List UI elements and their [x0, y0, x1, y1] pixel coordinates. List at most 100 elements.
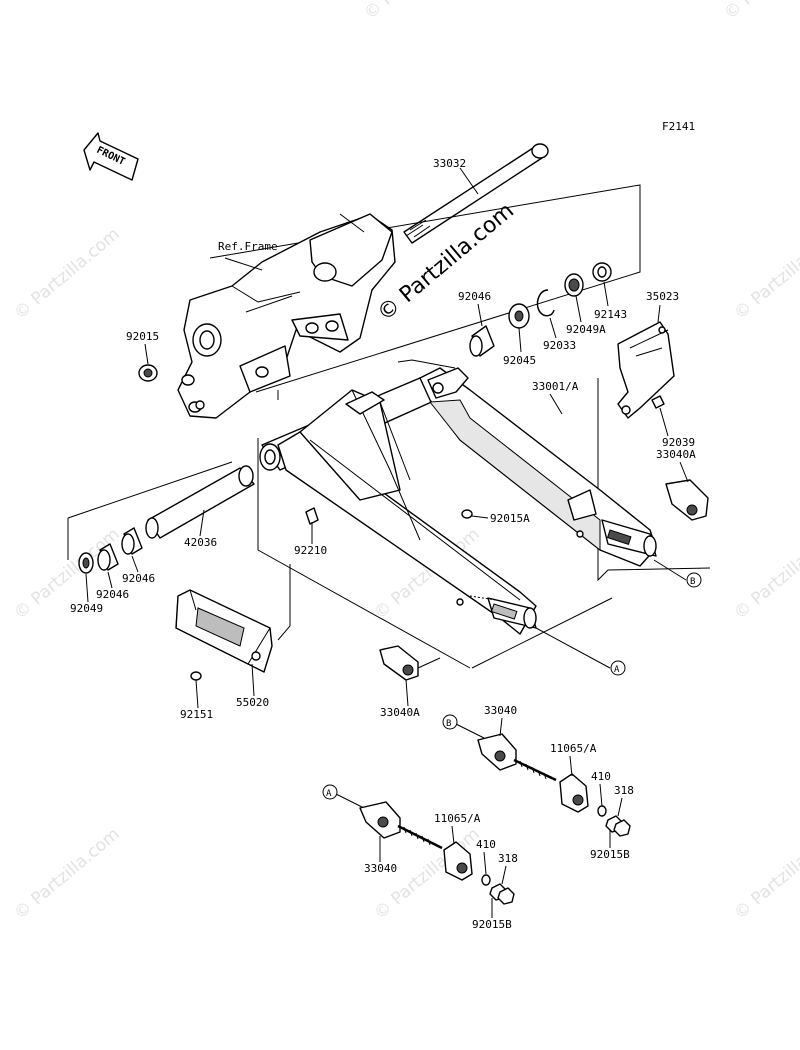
leader-line: [535, 627, 611, 669]
leader-line: [251, 663, 255, 697]
adjusting-bolt-11065A-a[interactable]: [397, 824, 443, 850]
collar-42036[interactable]: [145, 465, 255, 539]
nut-92015B-b[interactable]: [613, 819, 631, 837]
watermark: © Partzilla.com: [360, 0, 473, 24]
chain-guard-35023[interactable]: [617, 321, 675, 419]
watermark: © Partzilla.com: [730, 824, 800, 924]
leader-line: [199, 509, 205, 537]
seal-92049A[interactable]: [564, 273, 584, 297]
leader-line: [195, 679, 199, 709]
swingarm-33001A[interactable]: [259, 367, 657, 635]
part-number[interactable]: 33032: [433, 157, 466, 170]
part-number[interactable]: 92039: [662, 436, 695, 449]
part-number[interactable]: 92033: [543, 339, 576, 352]
adjuster-33040-b[interactable]: [477, 733, 517, 771]
leader-line: [657, 304, 661, 323]
watermark: © Partzilla.com: [720, 0, 800, 24]
leader-line: [653, 559, 687, 581]
chain-slider-panel-outline: [277, 564, 291, 641]
part-number[interactable]: 33040A: [656, 448, 696, 461]
circlip-92033[interactable]: [536, 289, 555, 317]
nut-92015B-a[interactable]: [497, 887, 515, 905]
ball-bearing-92045[interactable]: [508, 303, 530, 329]
nut-92015[interactable]: [138, 364, 158, 382]
part-number[interactable]: 92049A: [566, 323, 606, 336]
watermark: © Partzilla.com: [0, 0, 84, 24]
part-number[interactable]: 92045: [503, 354, 536, 367]
washer-410-a[interactable]: [481, 874, 491, 886]
adjusting-bolt-11065A-b[interactable]: [513, 758, 557, 782]
watermark: © Partzilla.com: [730, 524, 800, 624]
part-number[interactable]: 92210: [294, 544, 327, 557]
screw-92151[interactable]: [190, 671, 202, 681]
callout-a-marker[interactable]: A: [610, 660, 626, 676]
part-number[interactable]: 92015: [126, 330, 159, 343]
part-number[interactable]: 42036: [184, 536, 217, 549]
nut-92015A[interactable]: [461, 509, 473, 519]
part-number[interactable]: 92049: [70, 602, 103, 615]
swingarm-panel-outline: [67, 461, 233, 519]
part-number[interactable]: 318: [498, 852, 518, 865]
leader-line: [501, 865, 507, 885]
adjuster-33040A-bottom[interactable]: [379, 645, 419, 681]
adjuster-cap-a[interactable]: [443, 841, 473, 881]
callout-label: A: [326, 789, 332, 799]
part-number[interactable]: 92046: [96, 588, 129, 601]
part-number[interactable]: 33040: [484, 704, 517, 717]
leader-line: [335, 793, 365, 809]
watermark: © Partzilla.com: [10, 824, 123, 924]
leader-line: [575, 295, 582, 323]
leader-line: [471, 515, 489, 519]
part-number[interactable]: 92046: [458, 290, 491, 303]
leader-line: [499, 717, 503, 737]
needle-bearing-92046-a[interactable]: [121, 527, 143, 555]
washer-410-b[interactable]: [597, 805, 607, 817]
part-number[interactable]: 92046: [122, 572, 155, 585]
figure-code: F2141: [662, 120, 695, 133]
adjuster-cap-b[interactable]: [559, 773, 589, 813]
adjuster-33040A-right[interactable]: [665, 479, 709, 521]
swingarm-panel-outline: [397, 359, 456, 369]
leader-line: [603, 281, 609, 307]
leader-line: [549, 393, 563, 415]
part-number[interactable]: 11065/A: [434, 812, 481, 825]
watermark: © Partzilla.com: [10, 224, 123, 324]
part-number[interactable]: 92151: [180, 708, 213, 721]
swingarm-panel-outline: [257, 438, 471, 669]
leader-line: [477, 303, 483, 327]
part-number[interactable]: 55020: [236, 696, 269, 709]
part-number[interactable]: 33040: [364, 862, 397, 875]
callout-a-marker-assembly[interactable]: A: [322, 784, 338, 800]
adjuster-33040-a[interactable]: [359, 801, 401, 839]
screw-92039[interactable]: [651, 395, 665, 409]
callout-b-marker[interactable]: B: [686, 572, 702, 588]
leader-line: [417, 657, 441, 669]
part-number[interactable]: 92143: [594, 308, 627, 321]
part-number[interactable]: 92015B: [472, 918, 512, 931]
part-number[interactable]: 92015A: [490, 512, 530, 525]
part-number[interactable]: 318: [614, 784, 634, 797]
collar-92143[interactable]: [592, 262, 612, 282]
part-number[interactable]: 33001/A: [532, 380, 579, 393]
leader-line: [679, 461, 689, 483]
callout-b-marker-assembly[interactable]: B: [442, 714, 458, 730]
part-number[interactable]: 92015B: [590, 848, 630, 861]
part-number[interactable]: 33040A: [380, 706, 420, 719]
ref-frame-label: Ref.Frame: [218, 240, 278, 253]
part-number[interactable]: 410: [591, 770, 611, 783]
bolt-92210[interactable]: [305, 507, 319, 525]
leader-line: [224, 257, 263, 271]
part-number[interactable]: 11065/A: [550, 742, 597, 755]
needle-bearing-92046[interactable]: [469, 325, 495, 357]
leader-line: [483, 851, 487, 875]
leader-line: [459, 167, 479, 195]
needle-bearing-92046-b[interactable]: [97, 543, 119, 571]
part-number[interactable]: 35023: [646, 290, 679, 303]
seal-92049[interactable]: [78, 552, 94, 574]
leader-line: [569, 755, 573, 777]
leader-line: [405, 679, 409, 707]
part-number[interactable]: 410: [476, 838, 496, 851]
leader-line: [107, 571, 113, 589]
chain-slider-55020[interactable]: [175, 589, 273, 673]
